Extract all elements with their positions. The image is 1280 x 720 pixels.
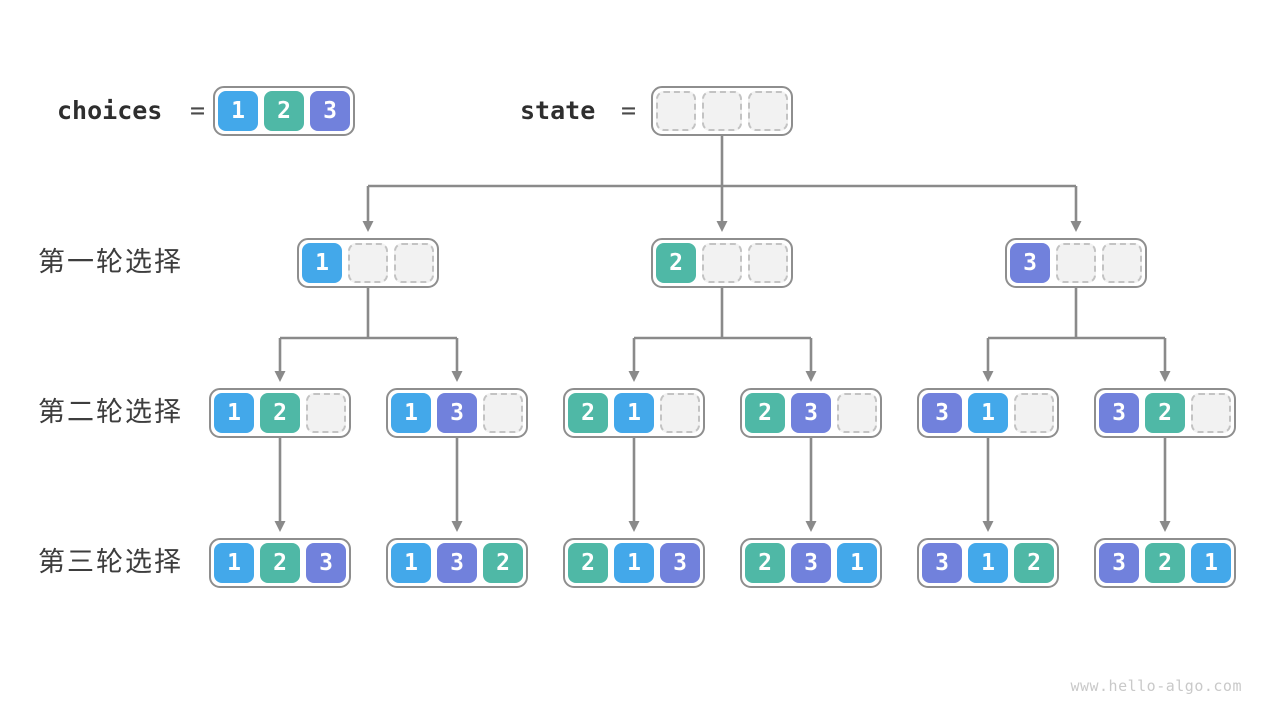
value-cell-3: 3	[1099, 393, 1139, 433]
value-cell-2: 2	[260, 543, 300, 583]
value-cell-2: 2	[264, 91, 304, 131]
value-cell-1: 1	[391, 543, 431, 583]
value-cell-1: 1	[1191, 543, 1231, 583]
empty-slot	[483, 393, 523, 433]
value-cell-3: 3	[660, 543, 700, 583]
value-cell-1: 1	[614, 393, 654, 433]
value-cell-3: 3	[1010, 243, 1050, 283]
value-cell-3: 3	[437, 393, 477, 433]
value-cell-3: 3	[1099, 543, 1139, 583]
value-cell-1: 1	[391, 393, 431, 433]
choices-equals-sign: =	[190, 96, 206, 125]
empty-slot	[748, 243, 788, 283]
value-cell-2: 2	[1014, 543, 1054, 583]
round-3-label: 第三轮选择	[38, 547, 183, 578]
empty-slot	[1014, 393, 1054, 433]
value-cell-3: 3	[922, 543, 962, 583]
level1-node: 3	[1005, 238, 1147, 288]
value-cell-2: 2	[656, 243, 696, 283]
empty-slot	[1056, 243, 1096, 283]
choices-label: choices	[57, 96, 163, 125]
empty-slot	[348, 243, 388, 283]
state-label: state	[520, 96, 596, 125]
empty-slot	[656, 91, 696, 131]
value-cell-3: 3	[791, 543, 831, 583]
value-cell-1: 1	[968, 393, 1008, 433]
watermark: www.hello-algo.com	[1070, 677, 1242, 695]
value-cell-3: 3	[306, 543, 346, 583]
value-cell-2: 2	[1145, 393, 1185, 433]
empty-slot	[837, 393, 877, 433]
empty-slot	[1191, 393, 1231, 433]
round-1-label: 第一轮选择	[38, 247, 183, 278]
value-cell-1: 1	[214, 393, 254, 433]
value-cell-1: 1	[302, 243, 342, 283]
value-cell-1: 1	[614, 543, 654, 583]
empty-slot	[660, 393, 700, 433]
empty-slot	[702, 91, 742, 131]
value-cell-2: 2	[260, 393, 300, 433]
value-cell-1: 1	[214, 543, 254, 583]
state-array	[651, 86, 793, 136]
round-2-label: 第二轮选择	[38, 397, 183, 428]
value-cell-3: 3	[791, 393, 831, 433]
value-cell-2: 2	[745, 543, 785, 583]
empty-slot	[748, 91, 788, 131]
value-cell-1: 1	[837, 543, 877, 583]
state-equals-sign: =	[621, 96, 637, 125]
value-cell-1: 1	[218, 91, 258, 131]
value-cell-1: 1	[968, 543, 1008, 583]
empty-slot	[702, 243, 742, 283]
value-cell-2: 2	[483, 543, 523, 583]
value-cell-2: 2	[745, 393, 785, 433]
level1-node: 1	[297, 238, 439, 288]
value-cell-2: 2	[568, 543, 608, 583]
empty-slot	[306, 393, 346, 433]
value-cell-3: 3	[922, 393, 962, 433]
value-cell-2: 2	[568, 393, 608, 433]
value-cell-3: 3	[310, 91, 350, 131]
empty-slot	[1102, 243, 1142, 283]
value-cell-3: 3	[437, 543, 477, 583]
level1-node: 2	[651, 238, 793, 288]
value-cell-2: 2	[1145, 543, 1185, 583]
empty-slot	[394, 243, 434, 283]
